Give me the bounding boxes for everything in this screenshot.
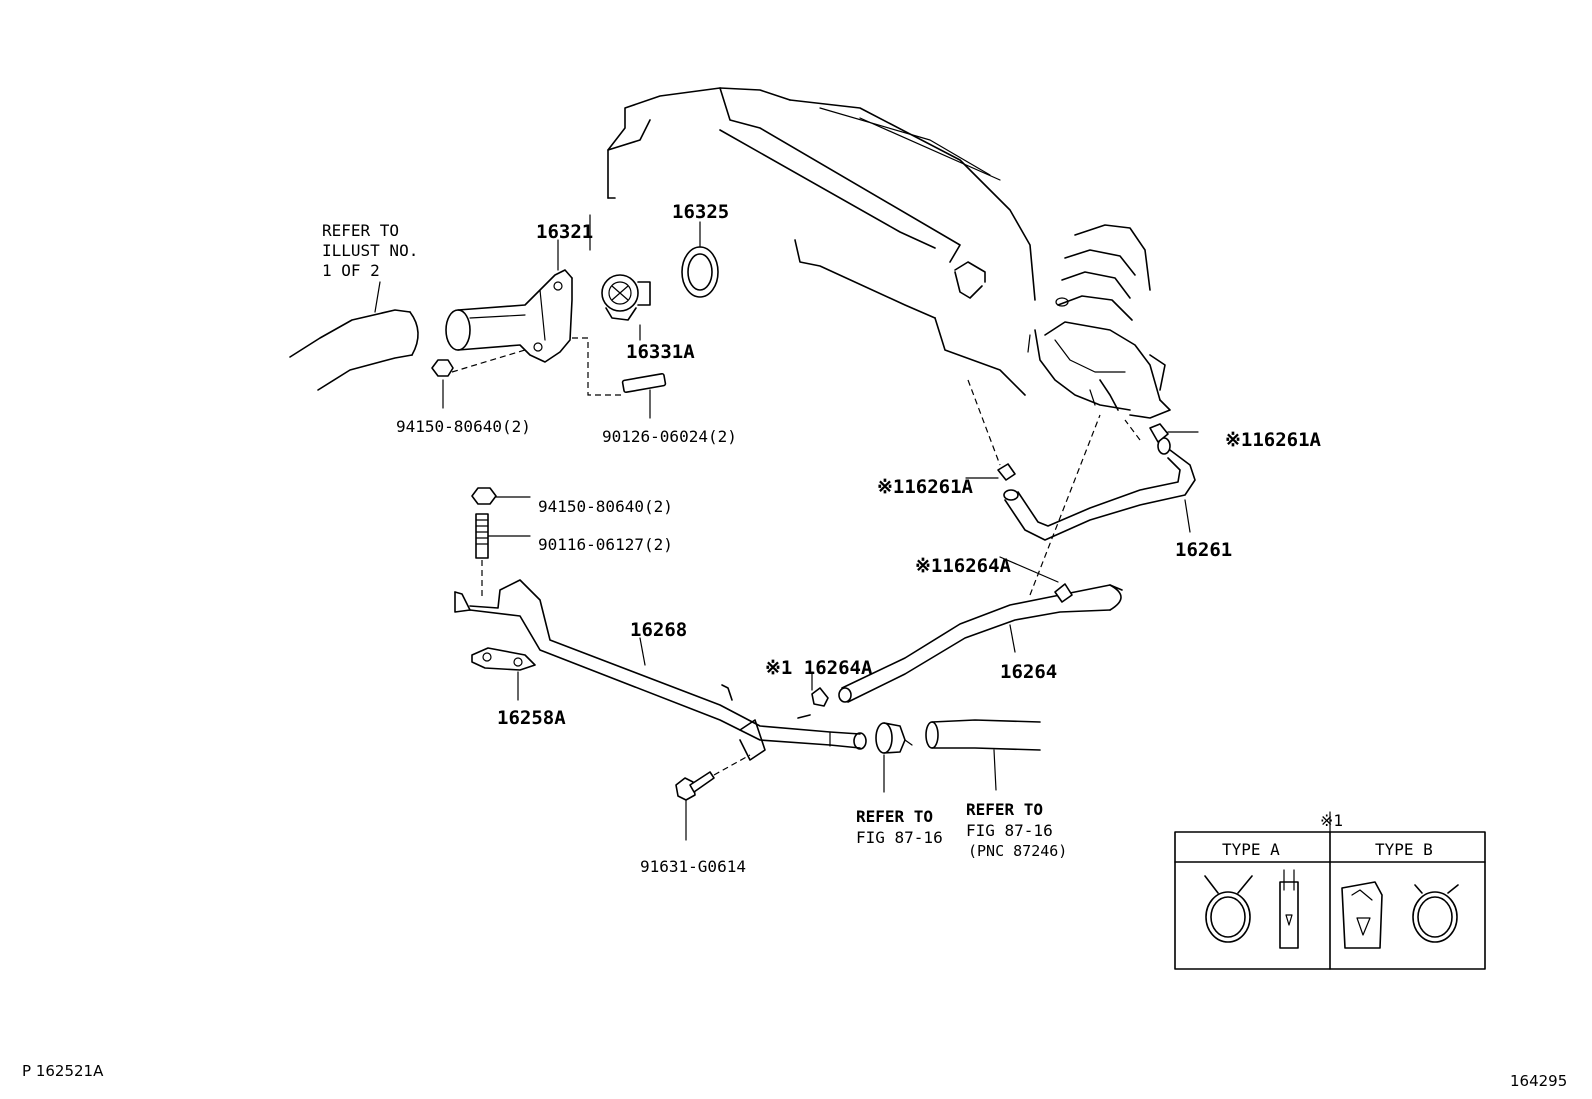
label-94150-mid: 94150-80640(2)	[538, 497, 673, 516]
label-16321: 16321	[536, 221, 593, 243]
refer-illust-line2: ILLUST NO.	[322, 241, 418, 260]
hose-clamp	[875, 722, 913, 793]
label-16261a-left: ※116261A	[877, 476, 974, 498]
legend-type-b: TYPE B	[1375, 840, 1433, 859]
label-16331a: 16331A	[626, 341, 695, 363]
label-90126: 90126-06024(2)	[602, 427, 737, 446]
refer-illust-line1: REFER TO	[322, 221, 399, 240]
clamp-type-legend	[1174, 811, 1486, 970]
nut-94150-top	[431, 349, 526, 409]
nut-94150-mid	[471, 487, 531, 505]
hose-16261	[965, 379, 1199, 541]
label-94150-top: 94150-80640(2)	[396, 417, 531, 436]
throttle-body	[1027, 224, 1171, 419]
label-16261: 16261	[1175, 539, 1232, 561]
bypass-pipe	[454, 579, 867, 761]
refer-fig-b-line2: FIG 87-16	[966, 821, 1053, 840]
bolt-91631	[675, 754, 751, 841]
legend-type-a: TYPE A	[1222, 840, 1280, 859]
refer-fig-b-line3: (PNC 87246)	[968, 842, 1067, 860]
label-refer-fig-a: REFER TO FIG 87-16	[856, 807, 943, 847]
heater-hose	[925, 719, 1041, 791]
type-b-clamp-icon	[1341, 881, 1459, 949]
refer-fig-a-line1: REFER TO	[856, 807, 933, 826]
engine-block	[589, 87, 1036, 396]
label-16261a-right: ※116261A	[1225, 429, 1322, 451]
label-16258a: 16258A	[497, 707, 566, 729]
refer-fig-b-line1: REFER TO	[966, 800, 1043, 819]
label-91631: 91631-G0614	[640, 857, 746, 876]
footer-right-code: 164295	[1510, 1072, 1568, 1090]
refer-fig-a-line2: FIG 87-16	[856, 828, 943, 847]
label-90116: 90116-06127(2)	[538, 535, 673, 554]
gasket-16258a	[471, 647, 536, 701]
label-16268: 16268	[630, 619, 687, 641]
label-16264a-top: ※116264A	[915, 555, 1012, 577]
refer-illust-line3: 1 OF 2	[322, 261, 380, 280]
footer-left-code: P 162521A	[22, 1062, 104, 1080]
legend-mark: ※1	[1320, 811, 1343, 830]
gasket-ring	[681, 221, 719, 298]
clip-16264a-bottom	[811, 671, 829, 707]
label-refer-fig-b: REFER TO FIG 87-16 (PNC 87246)	[966, 800, 1067, 860]
thermostat	[601, 274, 651, 341]
stud-90116	[475, 513, 531, 598]
label-refer-illust: REFER TO ILLUST NO. 1 OF 2	[322, 221, 418, 280]
stud-90126	[572, 337, 667, 419]
label-16325: 16325	[672, 201, 729, 223]
hose-16264	[838, 414, 1123, 703]
water-inlet	[445, 239, 573, 363]
label-16264a-bottom: ※1 16264A	[765, 657, 873, 679]
type-a-clamp-icon	[1204, 869, 1299, 949]
label-16264: 16264	[1000, 661, 1057, 683]
inlet-hose	[289, 281, 419, 391]
